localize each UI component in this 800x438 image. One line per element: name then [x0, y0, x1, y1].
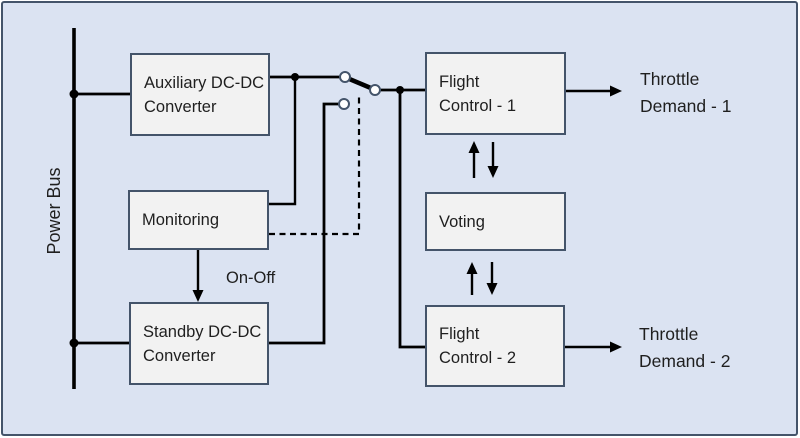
monitoring-sense-wire	[269, 77, 297, 206]
switch-blade	[346, 75, 373, 91]
flight-control-1-label-line1: Flight	[439, 72, 480, 91]
voting-fc2-up-arrow	[466, 262, 478, 295]
throttle-demand-2-line2: Demand - 2	[639, 351, 731, 371]
power-bus-label: Power Bus	[44, 167, 64, 255]
monitoring-box: Monitoring	[128, 190, 269, 250]
standby-converter-label-line2: Converter	[143, 346, 216, 365]
throttle-demand-1-label: Throttle Demand - 1	[640, 66, 731, 120]
standby-converter-label-line1: Standby DC-DC	[143, 322, 262, 341]
throttle-demand-1-arrow	[566, 85, 622, 97]
flight-control-2-label-line1: Flight	[439, 325, 480, 343]
switch-pole-contact	[369, 84, 381, 96]
flight-control-2-box: Flight Control - 2	[425, 305, 565, 387]
on-off-label: On-Off	[226, 269, 276, 287]
on-off-arrow	[192, 249, 204, 302]
switch-contact-auxiliary	[339, 71, 351, 83]
flight-control-1-label-line2: Control - 1	[439, 96, 517, 115]
flight-control-1-box: Flight Control - 1	[425, 52, 566, 135]
changeover-switch-icon	[338, 71, 381, 110]
throttle-demand-1-line1: Throttle	[640, 69, 700, 89]
standby-converter-box: Standby DC-DC Converter	[129, 302, 269, 385]
flight-control-2-label-line2: Control - 2	[439, 349, 517, 367]
voting-fc2-down-arrow	[486, 262, 498, 295]
flight-control-2-feed-wire	[398, 90, 425, 349]
bus-standby-junction-dot	[69, 338, 79, 348]
bus-aux-junction-dot	[69, 89, 79, 99]
auxiliary-converter-label-line1: Auxiliary DC-DC	[144, 73, 265, 92]
auxiliary-converter-label-line2: Converter	[144, 97, 217, 116]
pole-branch-junction-dot	[396, 86, 404, 94]
fc1-voting-down-arrow	[487, 142, 499, 178]
auxiliary-converter-box: Auxiliary DC-DC Converter	[130, 53, 270, 136]
voting-label: Voting	[439, 212, 485, 231]
voting-box: Voting	[425, 192, 566, 251]
throttle-demand-1-line2: Demand - 1	[640, 96, 732, 116]
fc1-voting-up-arrow	[468, 141, 480, 178]
aux-sense-junction-dot	[291, 73, 299, 81]
throttle-demand-2-line1: Throttle	[639, 324, 699, 344]
monitoring-switch-control-dashed-wire	[269, 96, 361, 236]
throttle-demand-2-label: Throttle Demand - 2	[639, 321, 730, 375]
standby-output-wire	[269, 102, 340, 345]
throttle-demand-2-arrow	[565, 341, 622, 353]
switch-contact-standby	[338, 98, 350, 110]
monitoring-label: Monitoring	[142, 211, 220, 229]
